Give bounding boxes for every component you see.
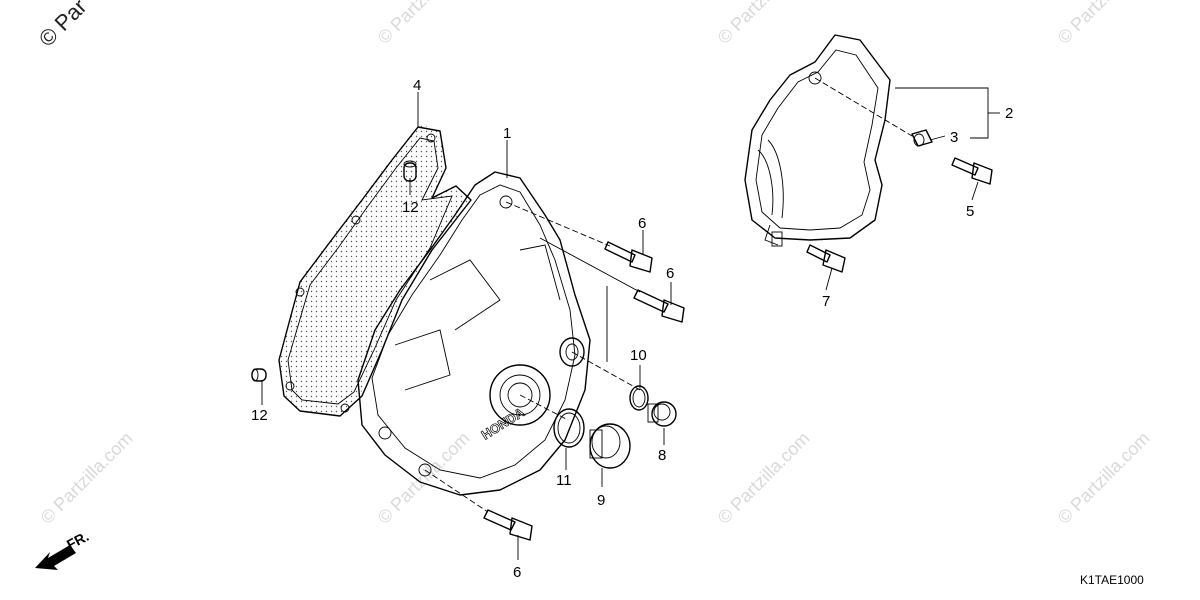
callout-number: 1 <box>503 125 511 142</box>
front-arrow-icon: FR. <box>35 528 91 570</box>
watermark: © Partzilla.com <box>1054 428 1154 528</box>
bolt-icon <box>604 241 653 273</box>
callout-number: 10 <box>630 347 647 364</box>
callout-number: 4 <box>413 77 421 94</box>
collar-icon <box>911 129 933 147</box>
plug-cap-icon <box>589 423 631 469</box>
watermark-corner: © Par <box>34 0 92 52</box>
callout-number: 6 <box>638 215 646 232</box>
callout-number: 3 <box>950 129 958 146</box>
watermark: © Partzilla.com <box>374 428 474 528</box>
watermark: © Partzilla.com <box>37 428 137 528</box>
watermark: © Partzilla.com <box>374 0 474 48</box>
leader-lines <box>261 77 1000 560</box>
bolt-icon <box>951 157 993 185</box>
callout-number: 6 <box>666 265 674 282</box>
callout-number: 12 <box>251 407 268 424</box>
bolt-icon <box>483 509 533 541</box>
gasket-part <box>278 125 472 417</box>
bolt-icon <box>806 244 846 273</box>
callout-number: 11 <box>556 472 572 489</box>
diagram-code: K1TAE1000 <box>1080 573 1144 587</box>
callout-number: 12 <box>402 199 419 216</box>
plug-cap-icon <box>647 401 677 427</box>
callout-number: 8 <box>658 447 666 464</box>
watermark: © Partzilla.com <box>714 428 814 528</box>
brand-mark: HONDA <box>479 404 528 442</box>
callout-number: 6 <box>513 564 521 581</box>
callout-number: 2 <box>1005 105 1013 122</box>
watermark: © Partzilla.com <box>1054 0 1154 48</box>
callout-number: 9 <box>597 492 605 509</box>
bolt-icon <box>633 289 685 323</box>
o-ring-icon <box>553 408 585 448</box>
sprocket-cover-part <box>744 34 891 247</box>
watermark: © Partzilla.com <box>714 0 814 48</box>
callout-number: 7 <box>822 293 830 310</box>
callout-number: 5 <box>966 203 974 220</box>
dowel-pin-icon <box>251 368 267 382</box>
